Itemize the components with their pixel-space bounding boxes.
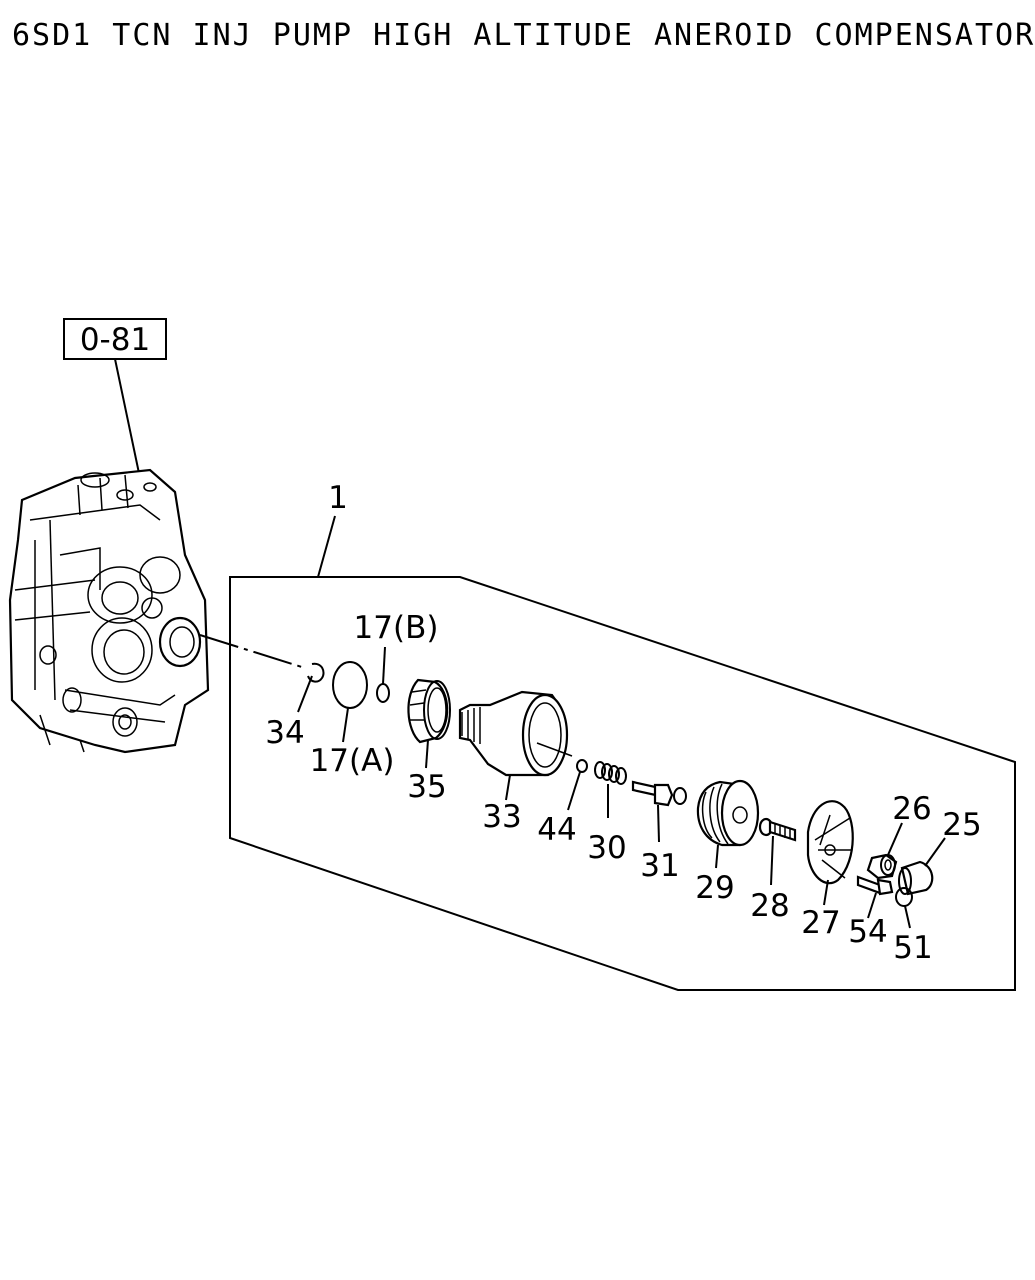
part-29-aneroid-bellows[interactable]: 29 (695, 779, 760, 906)
svg-text:54: 54 (848, 914, 887, 950)
svg-text:31: 31 (640, 848, 679, 884)
part-26-bushing[interactable]: 26 (866, 791, 932, 880)
part-28-adjusting-screw[interactable]: 28 (750, 817, 797, 924)
part-33-housing-cover[interactable]: 33 (458, 690, 573, 835)
svg-text:26: 26 (892, 791, 931, 827)
assembly-leader (317, 515, 336, 578)
svg-text:28: 28 (750, 888, 789, 924)
pump-housing (8, 468, 210, 754)
svg-text:44: 44 (537, 812, 576, 848)
svg-text:35: 35 (407, 769, 446, 805)
svg-text:51: 51 (893, 930, 932, 966)
part-51-seal[interactable]: 51 (893, 887, 933, 966)
svg-text:30: 30 (587, 830, 626, 866)
part-30-spring[interactable]: 30 (587, 761, 627, 866)
part-31-push-rod[interactable]: 31 (631, 780, 687, 884)
svg-text:27: 27 (801, 905, 840, 941)
svg-text:17(B): 17(B) (354, 610, 439, 646)
part-25-cap[interactable]: 25 (898, 807, 982, 896)
part-27-cover-plate[interactable]: 27 (801, 800, 854, 941)
part-44-washer[interactable]: 44 (537, 759, 588, 848)
part-34-snap-ring[interactable]: 34 (265, 662, 325, 751)
assembly-axis (199, 634, 306, 669)
part-17b-o-ring[interactable]: 17(B) (354, 610, 439, 703)
reference-box[interactable]: 0-81 (63, 318, 167, 360)
part-54-bolt[interactable]: 54 (848, 875, 894, 950)
diagram-title: 6SD1 TCN INJ PUMP HIGH ALTITUDE ANEROID … (12, 18, 1035, 53)
svg-text:25: 25 (942, 807, 981, 843)
assembly-outline (229, 576, 1016, 991)
reference-box-label: 0-81 (80, 322, 150, 358)
svg-text:29: 29 (695, 870, 734, 906)
part-17a-o-ring[interactable]: 17(A) (310, 661, 395, 779)
svg-text:33: 33 (482, 799, 521, 835)
svg-text:34: 34 (265, 715, 304, 751)
assembly-label: 1 (328, 480, 348, 516)
svg-text:17(A): 17(A) (310, 743, 395, 779)
part-35-ring-nut[interactable]: 35 (407, 678, 451, 805)
reference-leader (114, 358, 141, 479)
